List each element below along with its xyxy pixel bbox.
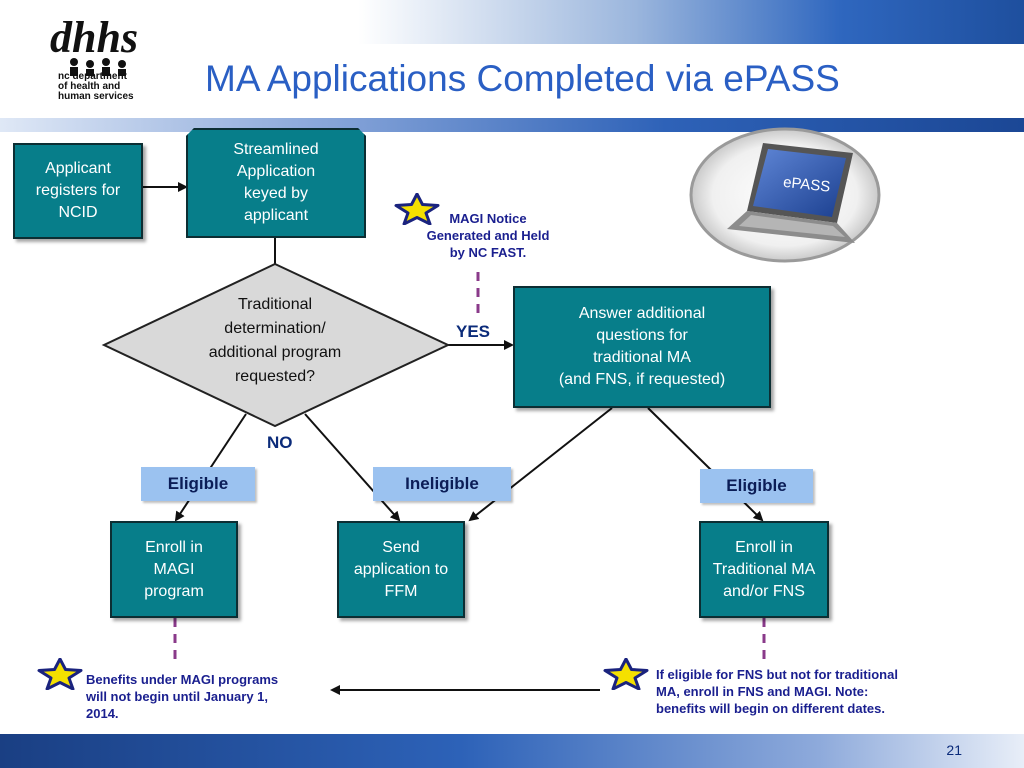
note-magi-benefits-line-2: will not begin until January 1, [86,689,269,704]
note-fns-line-2: MA, enroll in FNS and MAGI. Note: [656,684,869,699]
node-send-ffm-line-1: Send [382,538,420,556]
node-additional-line-3: traditional MA [593,349,691,366]
badge-eligible-right: Eligible [700,469,813,503]
node-streamlined-line-3: keyed by [243,185,309,202]
note-magi-benefits-line-3: 2014. [86,706,119,721]
node-enroll-magi: Enroll in MAGI program [110,521,238,618]
node-streamlined-line-2: Application [236,163,316,180]
star-icon [394,193,440,225]
logo-line-3: human services [58,91,134,102]
logo-line-1: nc department [58,71,127,82]
top-gradient-band [0,0,1024,44]
logo-line-2: of health and [58,81,121,92]
node-ncid: Applicant registers for NCID [13,143,143,239]
star-icon [603,658,649,690]
node-streamlined: Streamlined Application keyed by applica… [186,128,366,238]
note-magi-notice-line-3: by NC FAST. [449,245,527,260]
note-magi-benefits-line-1: Benefits under MAGI programs [86,672,279,687]
node-additional-questions: Answer additional questions for traditio… [513,286,771,408]
title-panel [160,44,990,118]
badge-ineligible: Ineligible [373,467,511,501]
node-ncid-line-3: NCID [58,204,98,221]
node-streamlined-line-1: Streamlined [233,141,319,158]
node-enroll-traditional-line-2: Traditional MA [712,560,816,578]
node-decision-text: Traditional determination/ additional pr… [185,293,365,389]
laptop-screen-text: ePASS [782,174,831,196]
arrow-decision-to-ffm [304,413,401,522]
node-decision-line-4: requested? [234,368,316,385]
laptop-illustration: ePASS [689,127,881,263]
node-ncid-line-2: registers for [35,182,121,199]
node-enroll-magi-line-2: MAGI [153,560,195,578]
star-icon [37,658,83,690]
note-magi-benefits: Benefits under MAGI programs will not be… [86,671,336,722]
node-enroll-magi-line-3: program [144,582,204,600]
dhhs-logo: dhhs [50,13,138,76]
node-send-ffm-line-2: application to [353,560,449,578]
node-enroll-traditional: Enroll in Traditional MA and/or FNS [699,521,829,618]
bottom-gradient-band [0,734,1024,768]
label-yes: YES [456,322,491,341]
note-magi-notice-line-1: MAGI Notice [449,211,527,226]
badge-eligible-left: Eligible [141,467,255,501]
note-magi-notice-line-2: Generated and Held [426,228,550,243]
node-enroll-magi-line-1: Enroll in [145,538,203,556]
node-decision-line-1: Traditional [237,296,313,313]
node-streamlined-line-4: applicant [243,207,309,224]
note-fns: If eligible for FNS but not for traditio… [656,666,956,717]
node-send-ffm: Send application to FFM [337,521,465,618]
decision-diamond [101,262,451,428]
node-decision-line-2: determination/ [224,320,326,337]
node-enroll-traditional-line-3: and/or FNS [723,582,805,600]
slide-title: MA Applications Completed via ePASS [205,58,840,99]
node-additional-line-2: questions for [596,327,688,344]
note-magi-notice: MAGI Notice Generated and Held by NC FAS… [408,210,568,261]
node-ncid-line-1: Applicant [45,160,111,177]
node-send-ffm-line-3: FFM [384,582,418,600]
note-fns-line-3: benefits will begin on different dates. [656,701,885,716]
logo-mark: dhhs [50,13,138,62]
arrow-additional-to-ffm [468,407,613,522]
node-additional-line-1: Answer additional [578,305,706,322]
node-additional-line-4: (and FNS, if requested) [558,371,726,388]
node-decision-line-3: additional program [208,344,342,361]
note-fns-line-1: If eligible for FNS but not for traditio… [656,667,898,682]
arrow-additional-to-traditional [647,407,764,522]
page-number: 21 [946,742,962,758]
label-no: NO [267,433,293,452]
node-enroll-traditional-line-1: Enroll in [735,538,793,556]
